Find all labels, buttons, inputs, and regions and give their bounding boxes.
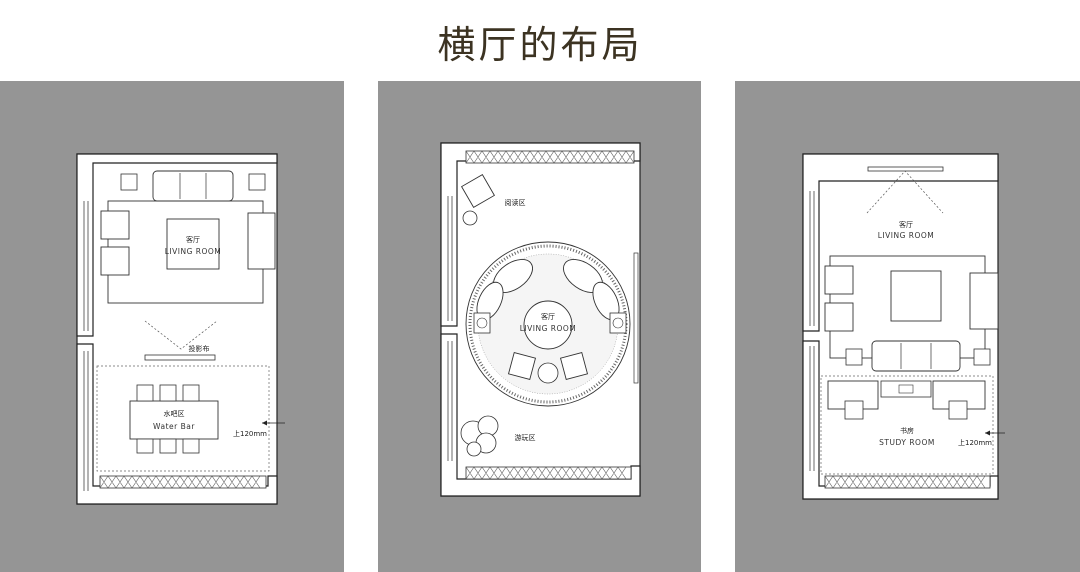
plan-1-wall-top <box>76 153 278 337</box>
plan-3-chair-1 <box>844 400 864 420</box>
plan-2-round-table <box>523 300 573 350</box>
plan-1-projector-label: 投影布 <box>189 344 210 353</box>
plan-3-window-left <box>809 191 815 471</box>
plan-3-chaise <box>969 272 999 330</box>
page-title: 横厅的布局 <box>437 23 643 67</box>
plan-2-play-label: 游玩区 <box>515 433 536 442</box>
plan-2-living-en: LIVING ROOM <box>520 324 577 333</box>
plan-1-living-cn: 客厅 <box>186 235 200 244</box>
plan-2-chair-1 <box>507 351 537 381</box>
plan-2-reading-chair <box>460 173 496 209</box>
plan-1-sofa <box>152 170 234 202</box>
plan-2-cabinet-bottom <box>465 466 632 480</box>
plan-2-play-ottoman <box>460 415 499 457</box>
floor-plan-2-drawing: 阅读区 客厅 LIVING ROOM 游玩区 <box>440 142 641 497</box>
plan-3-study-zone <box>820 375 994 475</box>
plan-1-side-table-left <box>120 173 138 191</box>
plan-1-bar-zone <box>96 365 270 472</box>
floor-plan-3-drawing: 客厅 LIVING ROOM 书房 STUDY ROOM <box>802 153 1005 500</box>
plan-3-living-cn: 客厅 <box>899 220 913 229</box>
plan-2-wall-bottom <box>440 333 641 497</box>
plan-3-study-en: STUDY ROOM <box>879 438 935 447</box>
plan-3-armchair-1 <box>824 265 854 295</box>
plan-3-cabinet <box>824 475 991 489</box>
plan-1-cabinet <box>99 475 267 489</box>
plan-1-projector-screen <box>144 354 216 361</box>
plan-2-tv-wall <box>633 252 639 384</box>
plan-2-wall-top <box>440 142 641 327</box>
plan-2-living-cn: 客厅 <box>541 312 555 321</box>
plan-3-wall-top <box>802 153 999 332</box>
floor-plan-3: 客厅 LIVING ROOM 书房 STUDY ROOM <box>735 81 1080 572</box>
plan-3-chair-2 <box>948 400 968 420</box>
floor-plan-2: 阅读区 客厅 LIVING ROOM 游玩区 <box>378 81 701 572</box>
plan-3-sofa <box>871 340 961 372</box>
plan-2-reading-label: 阅读区 <box>505 198 526 207</box>
plan-3-height-note: 上120mm <box>958 438 992 447</box>
floor-plan-1-drawing: 客厅 LIVING ROOM 投影布 水吧区 Water Bar 上120mm <box>76 153 285 505</box>
plan-2-chair-2 <box>559 351 589 381</box>
plan-2-window-left <box>447 196 453 461</box>
plan-1-coffee-table <box>166 218 220 270</box>
plan-3-low-cabinet <box>880 380 932 398</box>
plan-2-side-table-left <box>473 312 491 334</box>
plan-1-living-en: LIVING ROOM <box>165 247 222 256</box>
plan-3-tv <box>867 166 944 172</box>
plan-1-cabinet-pattern <box>99 475 261 489</box>
plan-1-window-left <box>83 201 89 491</box>
plan-1-armchair-1 <box>100 210 130 240</box>
plan-3-coffee-table <box>890 270 942 322</box>
plan-1-bar-table <box>129 400 219 440</box>
plan-1-projection-cone <box>144 320 218 350</box>
plan-1-armchair-2 <box>100 246 130 276</box>
floor-plan-1: 客厅 LIVING ROOM 投影布 水吧区 Water Bar 上120mm <box>0 81 344 572</box>
plan-3-armchair-2 <box>824 302 854 332</box>
plan-1-side-table-right <box>248 173 266 191</box>
plan-3-living-en: LIVING ROOM <box>878 231 935 240</box>
plan-3-study-cn: 书房 <box>900 426 914 435</box>
plan-1-chaise <box>247 212 276 270</box>
plan-2-side-table-right <box>609 312 627 334</box>
plan-3-tv-view <box>866 170 944 214</box>
plan-1-bar-cn: 水吧区 <box>164 409 185 418</box>
plan-1-bar-en: Water Bar <box>153 422 195 431</box>
plan-1-height-note: 上120mm <box>233 429 267 438</box>
